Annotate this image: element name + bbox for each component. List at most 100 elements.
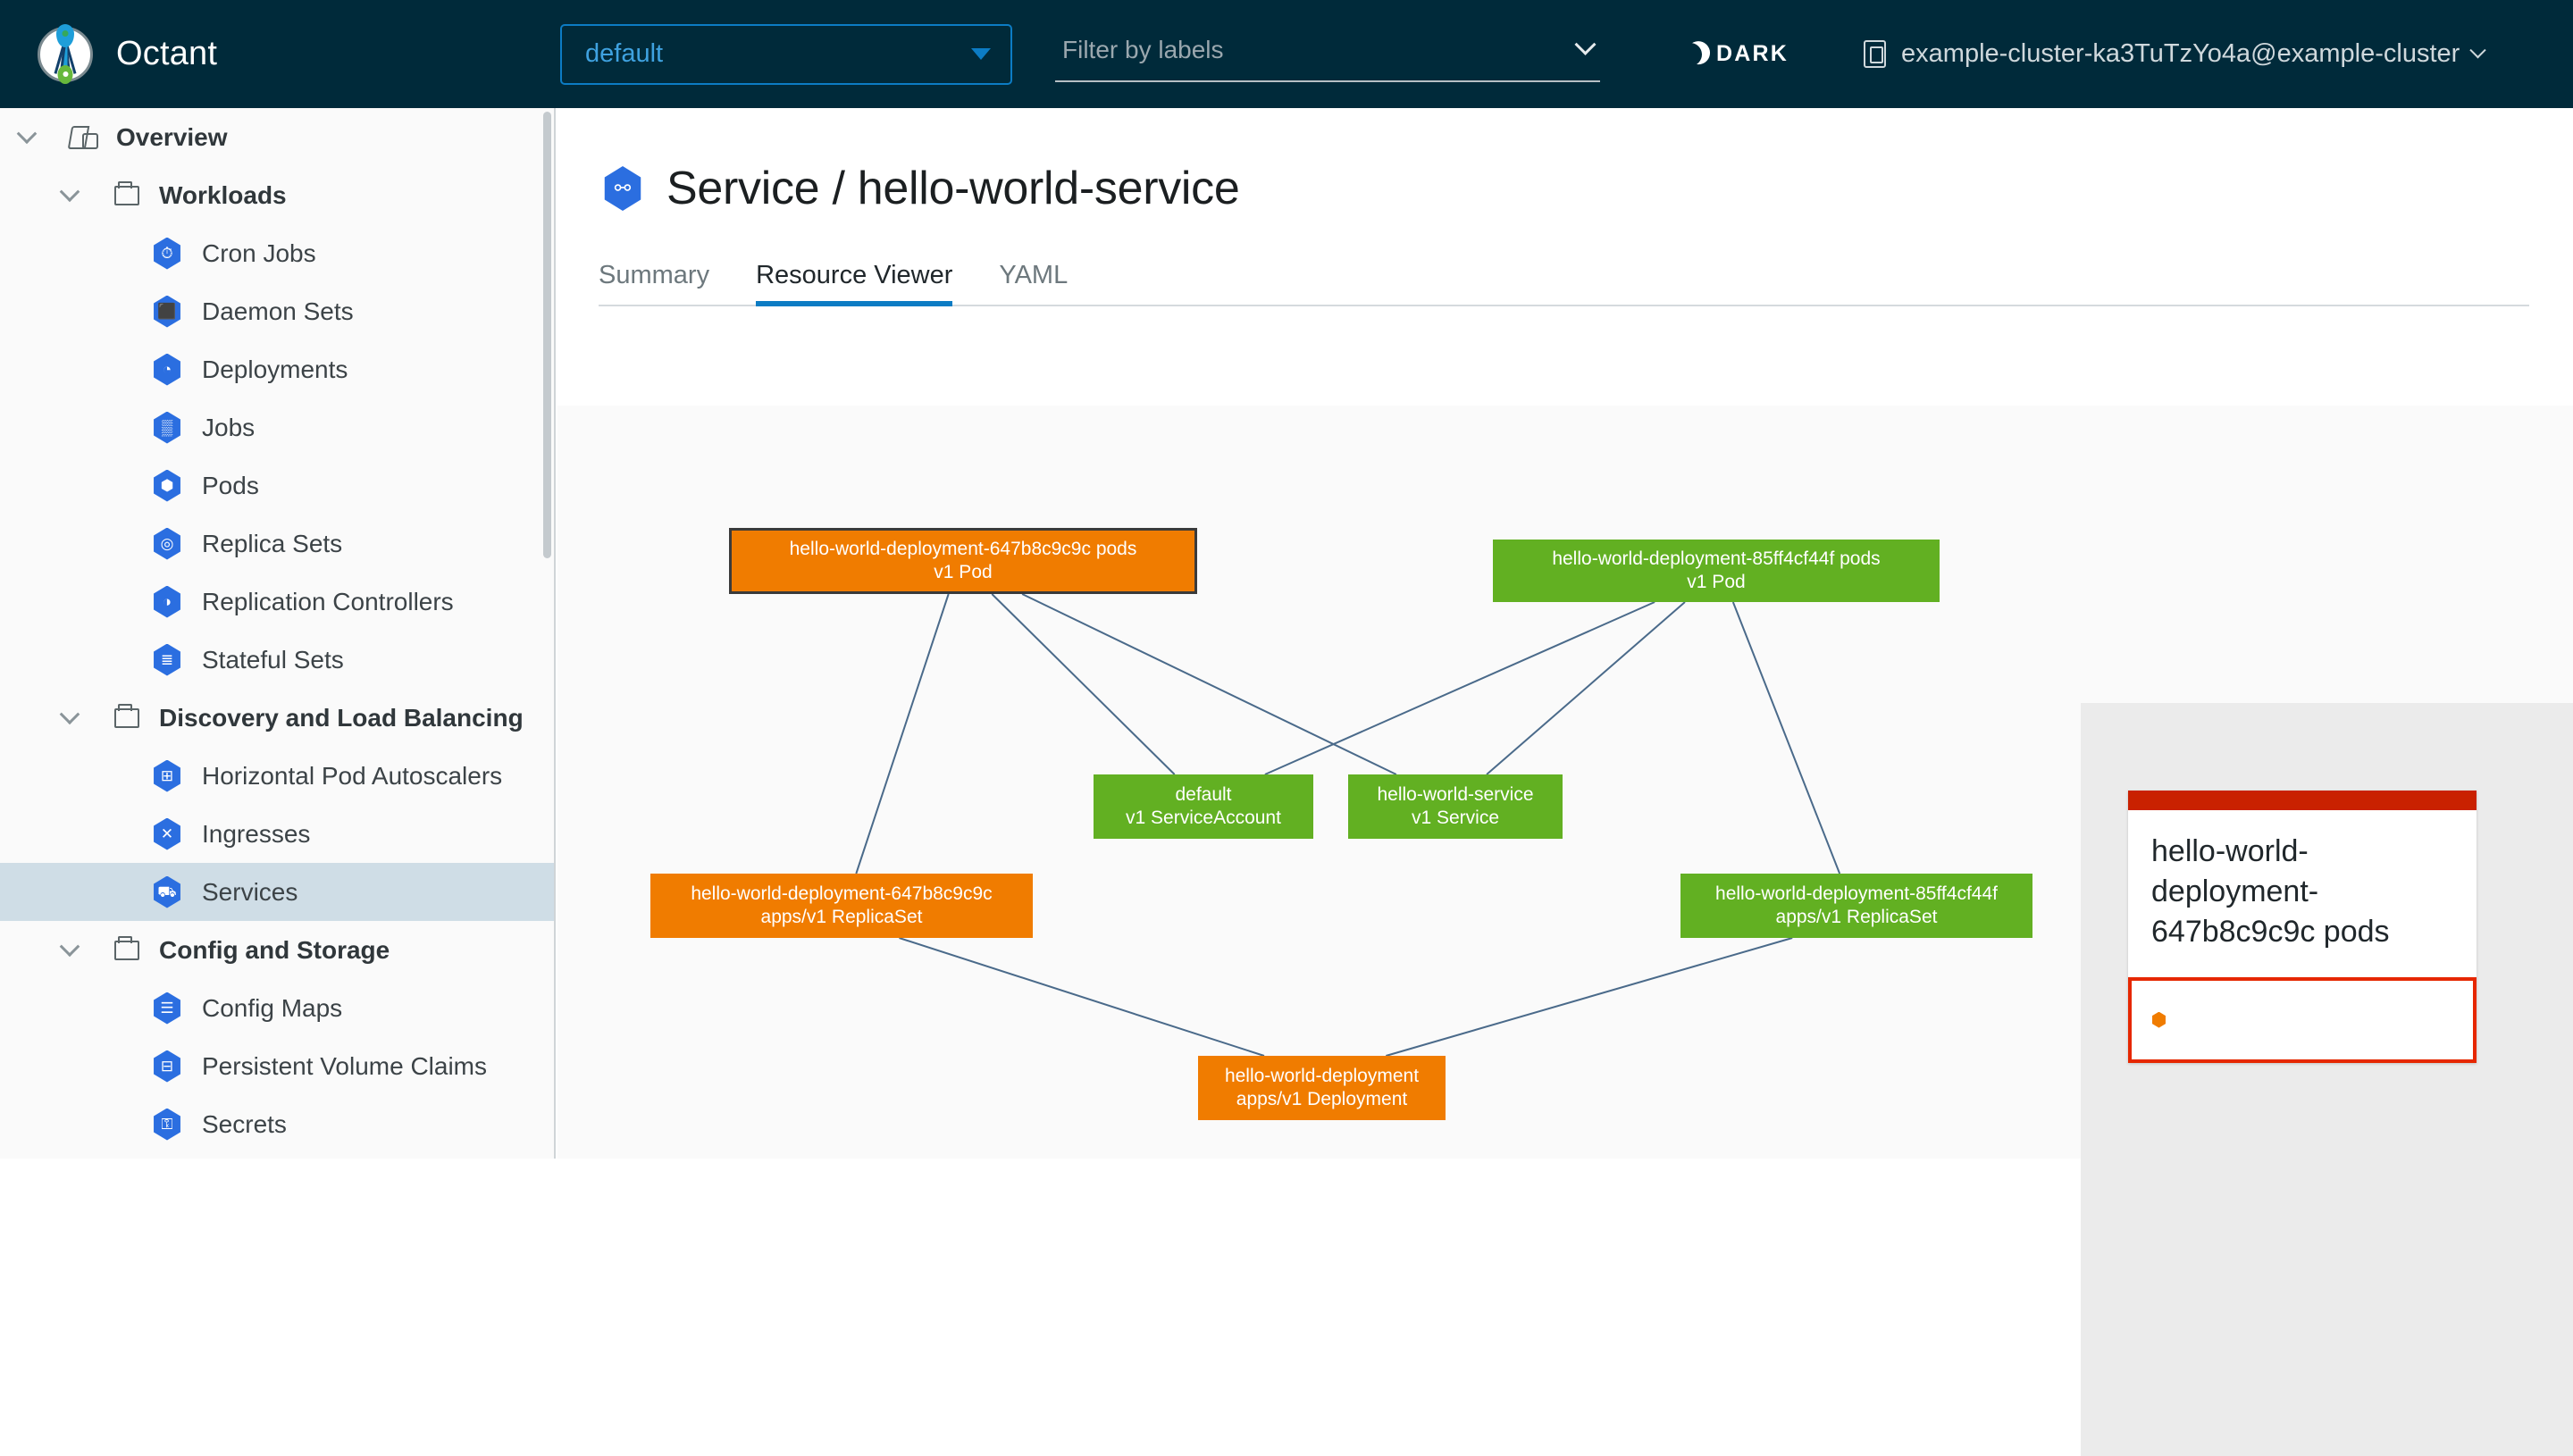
resource-viewer: hello-world-deployment-647b8c9c9c pods v1… — [557, 406, 2573, 1456]
sidebar-item-discovery-and-load-balancing[interactable]: Discovery and Load Balancing — [0, 689, 554, 747]
deployment-icon: ◔ — [152, 353, 182, 386]
sidebar-scrollbar[interactable] — [543, 112, 551, 558]
detail-card-title: hello-world-deployment-647b8c9c9c pods — [2151, 834, 2390, 949]
tab-bar: Summary Resource Viewer YAML — [599, 251, 2529, 306]
graph-node-kind: v1 Service — [1411, 807, 1500, 828]
replicationcontroller-icon: ◑ — [152, 585, 182, 618]
cluster-context-select[interactable]: example-cluster-ka3TuTzYo4a@example-clus… — [1864, 39, 2487, 69]
detail-card[interactable]: hello-world-deployment-647b8c9c9c pods — [2128, 791, 2477, 1063]
sidebar-item-pods[interactable]: ⬢Pods — [0, 456, 554, 515]
folder-icon — [114, 703, 139, 728]
page-title-text: Service / hello-world-service — [666, 163, 1240, 214]
job-icon: ▒ — [152, 411, 182, 444]
theme-toggle[interactable]: DARK — [1679, 41, 1789, 67]
graph-edge — [1021, 593, 1397, 775]
graph-node-name: hello-world-deployment-647b8c9c9c pods — [789, 538, 1137, 559]
statefulset-icon: ≣ — [152, 643, 182, 676]
sidebar-item-label: Stateful Sets — [202, 645, 344, 674]
sidebar-item-stateful-sets[interactable]: ≣ Stateful Sets — [0, 631, 554, 689]
graph-node-name: hello-world-service — [1377, 783, 1534, 805]
page-title: ⚯ Service / hello-world-service — [602, 162, 2573, 215]
label-filter-placeholder: Filter by labels — [1062, 35, 1224, 63]
sidebar-item-label: Daemon Sets — [202, 297, 354, 325]
caret-down-icon — [971, 48, 991, 60]
brand[interactable]: Octant — [38, 23, 556, 84]
sidebar-item-jobs[interactable]: ▒ Jobs — [0, 398, 554, 456]
sidebar-item-label: Services — [202, 877, 298, 906]
sidebar-item-label: Pods — [202, 471, 259, 499]
sidebar-item-label: Jobs — [202, 413, 256, 441]
sidebar-item-label: Workloads — [159, 180, 287, 209]
graph-edge — [1731, 601, 1841, 874]
sidebar-item-services[interactable]: ⛟ Services — [0, 863, 554, 921]
detail-card-accent-bar — [2128, 791, 2477, 810]
sidebar-item-deployments[interactable]: ◔Deployments — [0, 340, 554, 398]
chevron-down-icon[interactable] — [59, 180, 80, 202]
graph-node-kind: v1 ServiceAccount — [1126, 807, 1281, 828]
sidebar-item-label: Persistent Volume Claims — [202, 1051, 488, 1080]
sidebar-item-label: Horizontal Pod Autoscalers — [202, 761, 503, 790]
sidebar-item-replication-controllers[interactable]: ◑ Replication Controllers — [0, 573, 554, 631]
sidebar-item-label: Cron Jobs — [202, 238, 316, 267]
namespace-value: default — [585, 39, 664, 68]
ingress-icon: ✕ — [152, 817, 182, 850]
graph-node-kind: apps/v1 Deployment — [1236, 1089, 1408, 1109]
graph-node-kind: v1 Pod — [1687, 572, 1746, 592]
graph-edges — [855, 593, 1841, 1057]
chevron-down-icon[interactable] — [16, 122, 38, 144]
chevron-down-icon[interactable] — [59, 703, 80, 724]
sidebar-item-label: Replica Sets — [202, 529, 343, 557]
tab-resource-viewer[interactable]: Resource Viewer — [756, 261, 953, 306]
chevron-down-icon[interactable] — [59, 935, 80, 957]
hpa-icon: ⊞ — [152, 759, 182, 792]
sidebar-item-cron-jobs[interactable]: ⏱Cron Jobs — [0, 224, 554, 282]
chevron-down-icon — [2469, 42, 2487, 59]
daemonset-icon: ⬛ — [152, 295, 182, 328]
sidebar-item-persistent-volume-claims[interactable]: ⊟Persistent Volume Claims — [0, 1037, 554, 1095]
replicaset-icon: ◎ — [152, 527, 182, 560]
sidebar-item-overview[interactable]: Overview — [0, 108, 554, 166]
octant-logo-icon — [38, 23, 93, 84]
sidebar-item-label: Discovery and Load Balancing — [159, 703, 524, 732]
sidebar-item-secrets[interactable]: ⚿Secrets — [0, 1095, 554, 1153]
moon-icon — [1675, 38, 1706, 69]
service-icon: ⛟ — [152, 875, 182, 908]
sidebar-item-replica-sets[interactable]: ◎ Replica Sets — [0, 515, 554, 573]
sidebar-item-daemon-sets[interactable]: ⬛ Daemon Sets — [0, 282, 554, 340]
sidebar-item-config-and-storage[interactable]: Config and Storage — [0, 921, 554, 979]
detail-card-status-row[interactable] — [2128, 976, 2477, 1063]
graph-edge — [1486, 601, 1686, 775]
graph-node-name: hello-world-deployment-85ff4cf44f — [1715, 883, 1998, 904]
graph-node-rs85f[interactable]: hello-world-deployment-85ff4cf44f apps/v1… — [1680, 874, 2032, 938]
sidebar-item-ingresses[interactable]: ✕ Ingresses — [0, 805, 554, 863]
sidebar-item-label: Config Maps — [202, 993, 343, 1022]
sidebar-item-config-maps[interactable]: ☰ Config Maps — [0, 979, 554, 1037]
pod-status-hexagon-icon — [2152, 1011, 2166, 1028]
graph-edge — [855, 593, 950, 874]
namespace-select[interactable]: default — [560, 23, 1012, 85]
graph-node-name: default — [1175, 783, 1232, 805]
sidebar-item-horizontal-pod-autoscalers[interactable]: ⊞ Horizontal Pod Autoscalers — [0, 747, 554, 805]
resource-graph[interactable]: hello-world-deployment-647b8c9c9c pods v1… — [557, 406, 2081, 1159]
service-icon: ⚯ — [604, 166, 641, 211]
tab-yaml[interactable]: YAML — [999, 261, 1069, 289]
label-filter-input[interactable]: Filter by labels — [1055, 27, 1600, 82]
main-content: ⚯ Service / hello-world-service Summary R… — [557, 108, 2573, 1456]
sidebar-item-label: Ingresses — [202, 819, 311, 848]
graph-edge — [1264, 601, 1655, 775]
tab-summary[interactable]: Summary — [599, 261, 710, 289]
graph-node-kind: apps/v1 ReplicaSet — [760, 907, 923, 927]
sidebar-item-label: Replication Controllers — [202, 587, 454, 615]
app-header: Octant default Filter by labels DARK exa… — [0, 0, 2573, 108]
configmap-icon: ☰ — [152, 992, 182, 1025]
sidebar-item-workloads[interactable]: Workloads — [0, 166, 554, 224]
graph-node-kind: apps/v1 ReplicaSet — [1775, 907, 1938, 927]
